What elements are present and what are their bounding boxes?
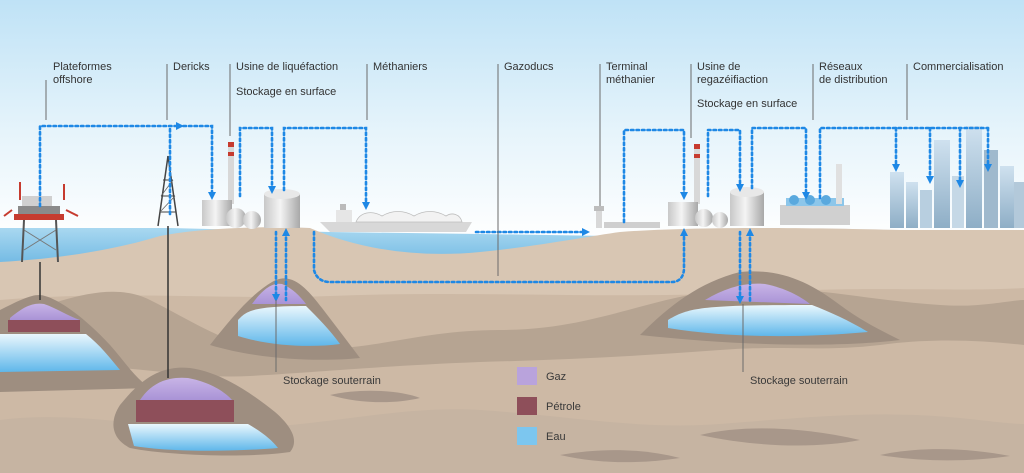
liquefaction-plant — [202, 142, 300, 229]
sky — [0, 0, 1024, 240]
arrowhead — [282, 228, 290, 236]
rock-lens — [880, 449, 1010, 461]
arrowhead — [984, 164, 992, 172]
arrowhead — [892, 164, 900, 172]
label-commercialisation: Commercialisation — [913, 61, 1003, 73]
reservoir-offshore-oil — [8, 320, 80, 332]
rock-lens — [330, 390, 420, 403]
label-plateformes-line2: offshore — [53, 74, 93, 86]
label-usine-regazeification: Usine de regazéifiaction — [697, 61, 768, 86]
label-leaders — [45, 64, 908, 372]
label-gazoducs: Gazoducs — [504, 61, 554, 73]
label-plateformes: Plateformes offshore — [53, 61, 115, 86]
legend-label-petrole: Pétrole — [546, 401, 581, 413]
arrowhead — [176, 122, 184, 130]
legend-swatch-petrole — [517, 397, 537, 415]
flow-paths — [38, 124, 990, 304]
label-stockage-souterrain-1: Stockage souterrain — [283, 375, 381, 387]
city-skyline — [890, 126, 1024, 228]
storage-right-water — [668, 305, 868, 337]
reservoir-offshore-water — [0, 334, 120, 372]
label-usine-liquefaction: Usine de liquéfaction — [236, 61, 338, 73]
legend-swatch-eau — [517, 427, 537, 445]
label-terminal-line2: méthanier — [606, 74, 655, 86]
arrowhead — [362, 202, 370, 210]
reservoir-offshore-gas — [10, 303, 80, 320]
storage-left-gas — [252, 283, 306, 304]
rock-band-2 — [0, 409, 1024, 473]
arrowhead — [802, 192, 810, 200]
label-stockage-souterrain-2: Stockage souterrain — [750, 375, 848, 387]
storage-left-water — [238, 306, 340, 346]
distribution-network — [780, 164, 850, 225]
legend-label-eau: Eau — [546, 431, 566, 443]
arrowhead — [208, 192, 216, 200]
legend-swatch-gaz — [517, 367, 537, 385]
regasification-plant — [668, 144, 764, 228]
arrowhead — [268, 186, 276, 194]
label-usine-regazeification-line2: regazéifiaction — [697, 74, 768, 86]
reservoir-deep-oil — [136, 400, 234, 422]
arrowhead — [680, 228, 688, 236]
legend: Gaz Pétrole Eau — [517, 367, 581, 445]
label-stockage-surface-1: Stockage en surface — [236, 86, 336, 98]
reservoir-deep-water — [128, 424, 278, 451]
label-plateformes-line1: Plateformes — [53, 61, 112, 73]
arrowhead — [926, 176, 934, 184]
label-stockage-surface-2: Stockage en surface — [697, 98, 797, 110]
reservoir-deep-gas — [140, 377, 232, 400]
lng-terminal — [594, 206, 660, 228]
arrowhead — [272, 294, 280, 302]
arrowhead — [680, 192, 688, 200]
flow-arrowheads — [176, 122, 992, 304]
rock-lens — [700, 428, 860, 446]
lng-carrier — [320, 204, 472, 232]
arrowhead — [956, 180, 964, 188]
arrowhead — [582, 228, 590, 236]
offshore-platform — [3, 182, 79, 263]
rock-lens — [560, 450, 680, 463]
label-derricks: Dericks — [173, 61, 210, 73]
label-reseaux-line2: de distribution — [819, 74, 888, 86]
arrowhead — [736, 184, 744, 192]
legend-label-gaz: Gaz — [546, 371, 566, 383]
label-reseaux: Réseaux de distribution — [819, 61, 888, 86]
arrowhead — [746, 228, 754, 236]
arrowhead — [736, 296, 744, 304]
label-terminal-line1: Terminal — [606, 61, 648, 73]
label-reseaux-line1: Réseaux — [819, 61, 863, 73]
storage-right-gas — [705, 283, 810, 304]
label-methaniers: Méthaniers — [373, 61, 428, 73]
label-usine-regazeification-line1: Usine de — [697, 61, 740, 73]
label-terminal: Terminal méthanier — [606, 61, 655, 86]
